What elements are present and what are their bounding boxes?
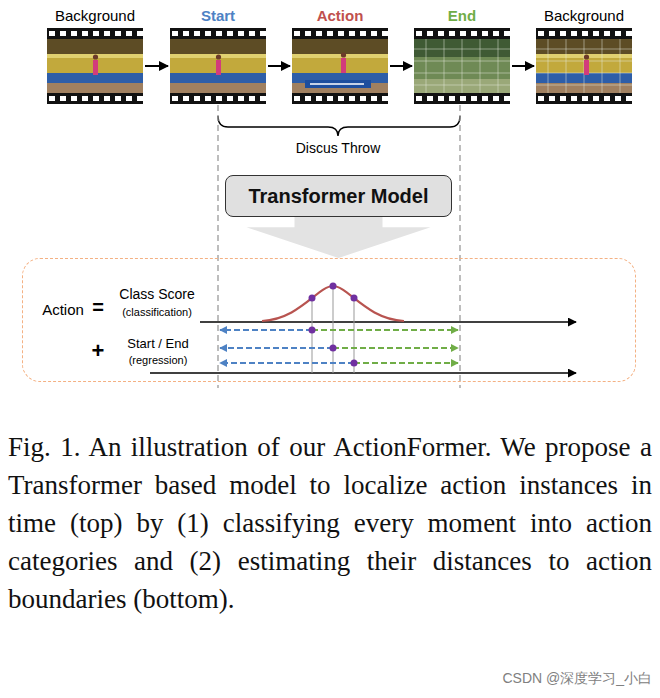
figure-caption: Fig. 1. An illustration of our ActionFor… [8, 428, 652, 618]
athlete [341, 58, 346, 73]
term-note: (classification) [122, 306, 192, 318]
video-frame [292, 28, 388, 104]
video-frame: Background [536, 28, 632, 104]
group-label: Discus Throw [294, 140, 383, 156]
term-label: Start / End [127, 336, 188, 351]
start-distance [220, 362, 354, 364]
video-frame: Background [47, 28, 143, 104]
frame-scene [292, 39, 388, 93]
athlete [584, 60, 589, 75]
watermark: CSDN @深度学习_小白 [500, 670, 654, 688]
term-label: Class Score [119, 286, 194, 302]
time-axis [200, 321, 576, 322]
score-overlay [310, 83, 364, 85]
term-label: Action [42, 301, 84, 318]
net-lines [536, 39, 632, 93]
operator: + [92, 338, 105, 364]
frame-scene [170, 39, 266, 93]
bracket [218, 116, 460, 136]
model-label: Transformer Model [248, 185, 428, 208]
sample-dot [309, 327, 316, 334]
sample-dot [330, 283, 337, 290]
end-distance [312, 329, 458, 331]
score-overlay [305, 80, 371, 88]
guide-line [217, 105, 218, 388]
frame-label: End [448, 7, 476, 24]
video-frame: Start [170, 28, 266, 104]
output-region: Action = Class Score (classification) + Start… [22, 258, 636, 382]
frame-label: Background [55, 7, 135, 24]
operator: = [92, 296, 104, 319]
model-box: Transformer Model [225, 175, 452, 217]
start-distance [220, 347, 333, 349]
time-axis [150, 372, 576, 373]
sequence-arrow [145, 65, 168, 67]
net-lines [414, 39, 510, 93]
sequence-arrow [390, 65, 412, 67]
sequence-arrow [512, 65, 534, 67]
video-frame: Action [292, 28, 388, 104]
end-distance [333, 347, 458, 349]
athlete [584, 54, 589, 59]
athlete [216, 54, 221, 59]
flow-arrow [247, 217, 431, 258]
video-frame [536, 28, 632, 104]
sample-dot [309, 295, 316, 302]
frame-scene [414, 39, 510, 93]
video-frame: End [414, 28, 510, 104]
start-distance [220, 329, 312, 331]
term-note: (regression) [129, 354, 188, 366]
frame-label: Start [201, 7, 235, 24]
athlete [93, 60, 98, 75]
frame-label: Background [544, 7, 624, 24]
sample-dot [351, 295, 358, 302]
athlete [93, 54, 98, 59]
video-frame [414, 28, 510, 104]
sample-dot [351, 360, 358, 367]
end-distance [354, 362, 458, 364]
athlete [341, 52, 346, 57]
sample-dot [330, 345, 337, 352]
sequence-arrow [268, 65, 290, 67]
athlete [216, 60, 221, 75]
guide-line [459, 105, 460, 388]
drop-line [312, 298, 313, 373]
frame-label: Action [317, 7, 364, 24]
frame-scene [536, 39, 632, 93]
video-frame [170, 28, 266, 104]
video-frame [47, 28, 143, 104]
frame-scene [47, 39, 143, 93]
